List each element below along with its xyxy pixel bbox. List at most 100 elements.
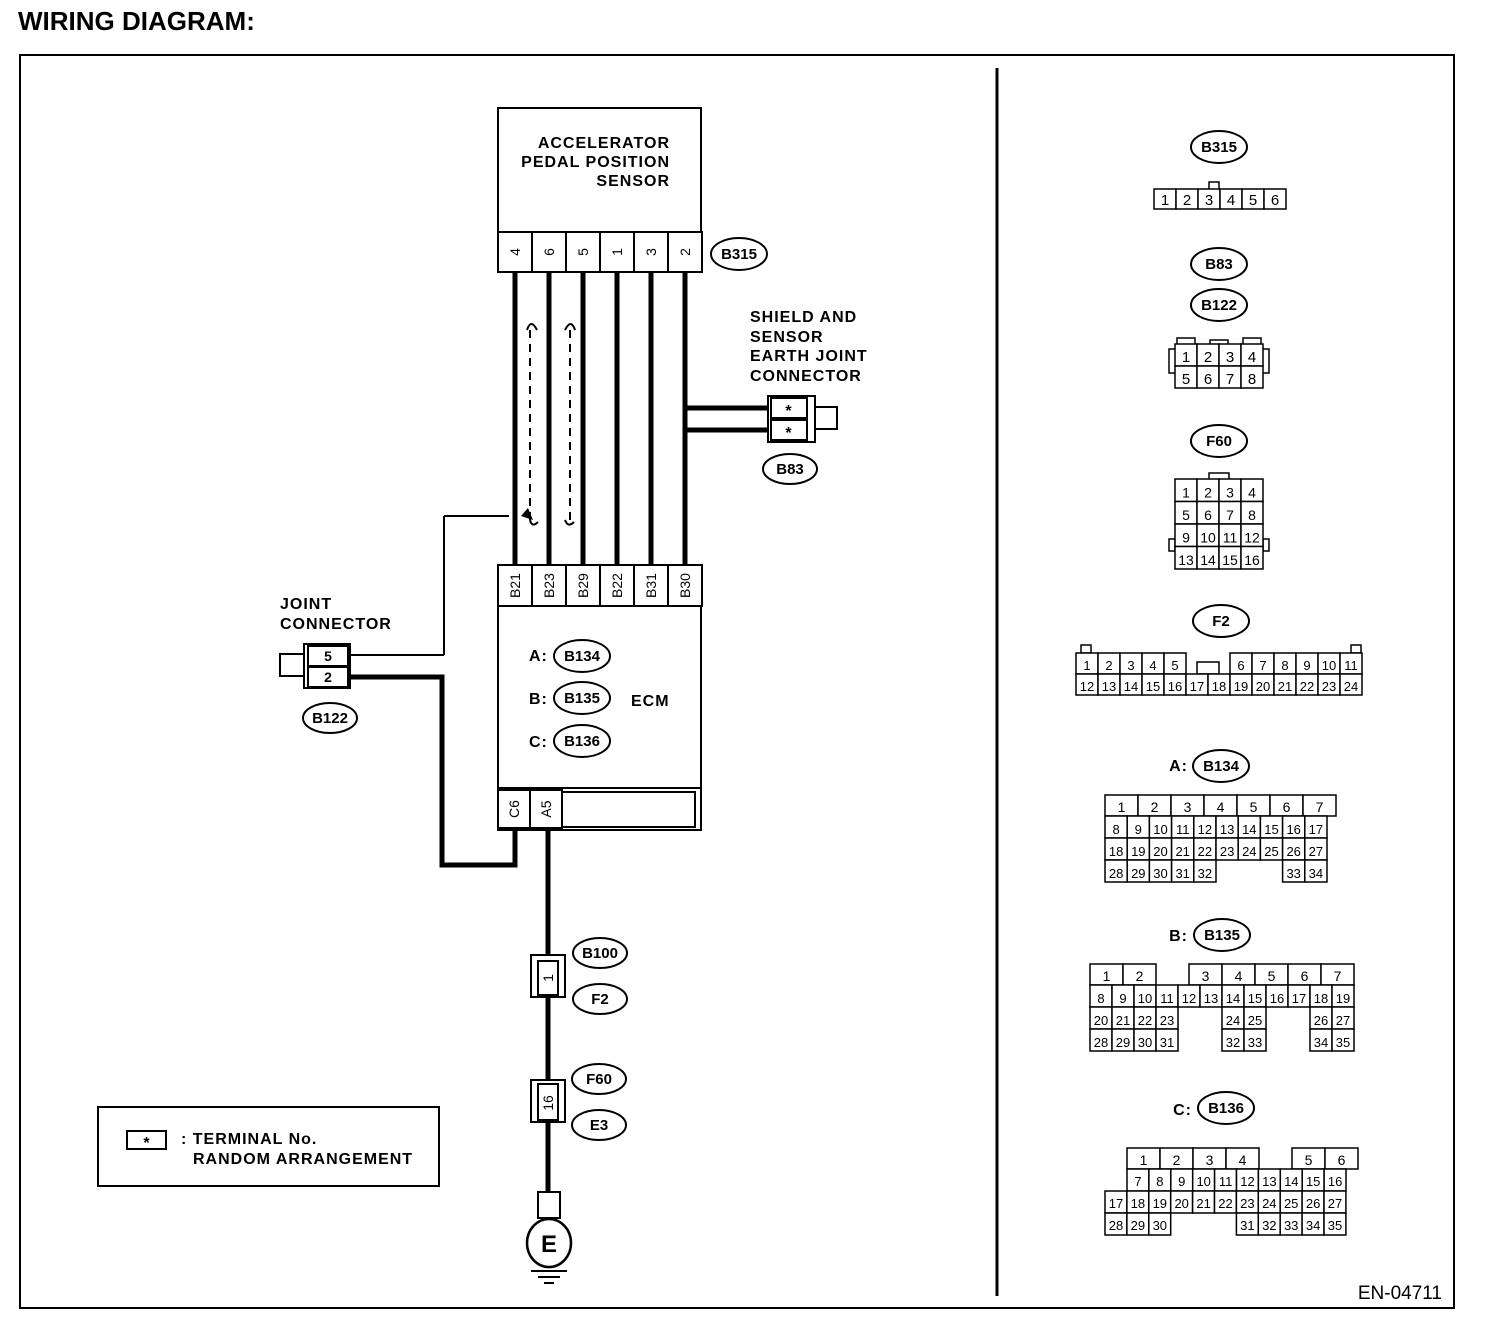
face-pin-28: 28 [1104,1212,1128,1236]
svg-text:21: 21 [1278,679,1292,694]
svg-text:11: 11 [1160,991,1174,1006]
face-pin-22: 22 [1213,1190,1238,1214]
svg-text:8: 8 [1248,507,1256,523]
face-pin-6: 6 [1269,794,1304,817]
legend-line2: RANDOM ARRANGEMENT [193,1151,413,1168]
face-pin-19: 19 [1148,1190,1172,1214]
face-pin-6: 6 [1287,963,1322,986]
joint-pin-2: 2 [324,669,332,685]
svg-text:3: 3 [1206,1152,1214,1168]
svg-text:9: 9 [1119,991,1126,1006]
svg-text:5: 5 [1182,507,1190,523]
ecm-pin-b31: B31 [633,564,669,607]
svg-text:29: 29 [1131,1218,1145,1233]
face-pin-14: 14 [1119,673,1143,696]
face-pin-27: 27 [1304,837,1328,861]
face-b135-oval: B135 [1193,918,1251,952]
face-pin-23: 23 [1155,1006,1179,1030]
svg-text:15: 15 [1248,991,1262,1006]
svg-text:B23: B23 [541,573,557,598]
svg-text:6: 6 [1204,371,1212,388]
face-pin-11: 11 [1339,652,1363,675]
svg-text:5: 5 [1171,658,1178,673]
face-pin-6: 6 [1263,188,1287,210]
face-pin-5: 5 [1163,652,1187,675]
svg-text:13: 13 [1102,679,1116,694]
face-pin-24: 24 [1237,837,1262,861]
joint-label-line2: CONNECTOR [280,616,392,633]
face-pin-18: 18 [1126,1190,1150,1214]
svg-text:34: 34 [1306,1218,1320,1233]
svg-text:27: 27 [1336,1013,1350,1028]
svg-text:B134: B134 [564,648,601,665]
connector-e3-label: E3 [590,1117,608,1134]
svg-text:1: 1 [1161,192,1169,209]
svg-text:27: 27 [1328,1196,1342,1211]
svg-text:F2: F2 [1212,613,1230,630]
svg-text:31: 31 [1160,1035,1174,1050]
connector-f2-label: F2 [591,991,609,1008]
svg-text:12: 12 [1240,1174,1254,1189]
svg-text:A5: A5 [538,800,554,817]
svg-text:29: 29 [1131,866,1145,881]
face-pin-3: 3 [1119,652,1143,675]
face-pin-20: 20 [1089,1006,1113,1030]
ground-conn2-pin: 16 [540,1095,556,1111]
svg-text:27: 27 [1309,844,1323,859]
face-pin-3: 3 [1218,478,1242,503]
shield-earth-joint-connector: SHIELD AND SENSOR EARTH JOINT CONNECTOR … [750,309,867,485]
ecm-conn-c-oval: B136 [553,724,611,758]
svg-text:7: 7 [1134,1174,1141,1189]
ecm-pin-b29: B29 [565,564,601,607]
face-pin-19: 19 [1229,673,1253,696]
face-pin-26: 26 [1301,1190,1325,1214]
face-pin-15: 15 [1141,673,1165,696]
svg-text:3: 3 [1127,658,1134,673]
earth-label: E [541,1231,557,1258]
face-b134-prefix: A: [1169,758,1188,775]
svg-text:24: 24 [1226,1013,1240,1028]
svg-text:3: 3 [1205,192,1213,209]
face-pin-1: 1 [1174,478,1198,503]
face-pin-31: 31 [1235,1212,1260,1236]
face-pin-25: 25 [1259,837,1284,861]
svg-text:1: 1 [1182,485,1190,501]
svg-text:8: 8 [1281,658,1288,673]
svg-text:10: 10 [1196,1174,1210,1189]
svg-text:B135: B135 [1204,927,1240,944]
ecm-conn-a-oval: B134 [553,639,611,673]
face-pin-4: 4 [1225,1147,1260,1170]
face-pin-15: 15 [1259,815,1284,839]
face-pin-33: 33 [1243,1028,1267,1052]
face-pin-11: 11 [1155,984,1179,1008]
svg-text:22: 22 [1198,844,1212,859]
svg-text:1: 1 [1103,968,1111,984]
shield-pin-1: * [785,403,792,420]
face-pin-2: 2 [1137,794,1172,817]
face-pin-8: 8 [1240,365,1264,389]
svg-text:7: 7 [1316,799,1324,815]
svg-text:25: 25 [1264,844,1278,859]
face-pin-20: 20 [1148,837,1173,861]
face-b134-oval: B134 [1192,749,1250,783]
face-pin-17: 17 [1287,984,1311,1008]
face-pin-21: 21 [1273,673,1297,696]
ecm-pin-a5: A5 [529,789,563,829]
svg-text:33: 33 [1248,1035,1262,1050]
svg-text:4: 4 [1248,485,1256,501]
svg-text:3: 3 [1226,485,1234,501]
face-f60-oval: F60 [1190,424,1248,458]
svg-text:B135: B135 [564,690,600,707]
face-pin-24: 24 [1339,673,1363,696]
face-pin-22: 22 [1193,837,1217,861]
face-pin-6: 6 [1324,1147,1359,1170]
face-pin-13: 13 [1174,545,1198,570]
svg-text:B315: B315 [1201,139,1237,156]
face-b122-oval: B122 [1190,288,1248,322]
svg-text:6: 6 [541,248,557,256]
svg-text:B315: B315 [721,246,757,263]
